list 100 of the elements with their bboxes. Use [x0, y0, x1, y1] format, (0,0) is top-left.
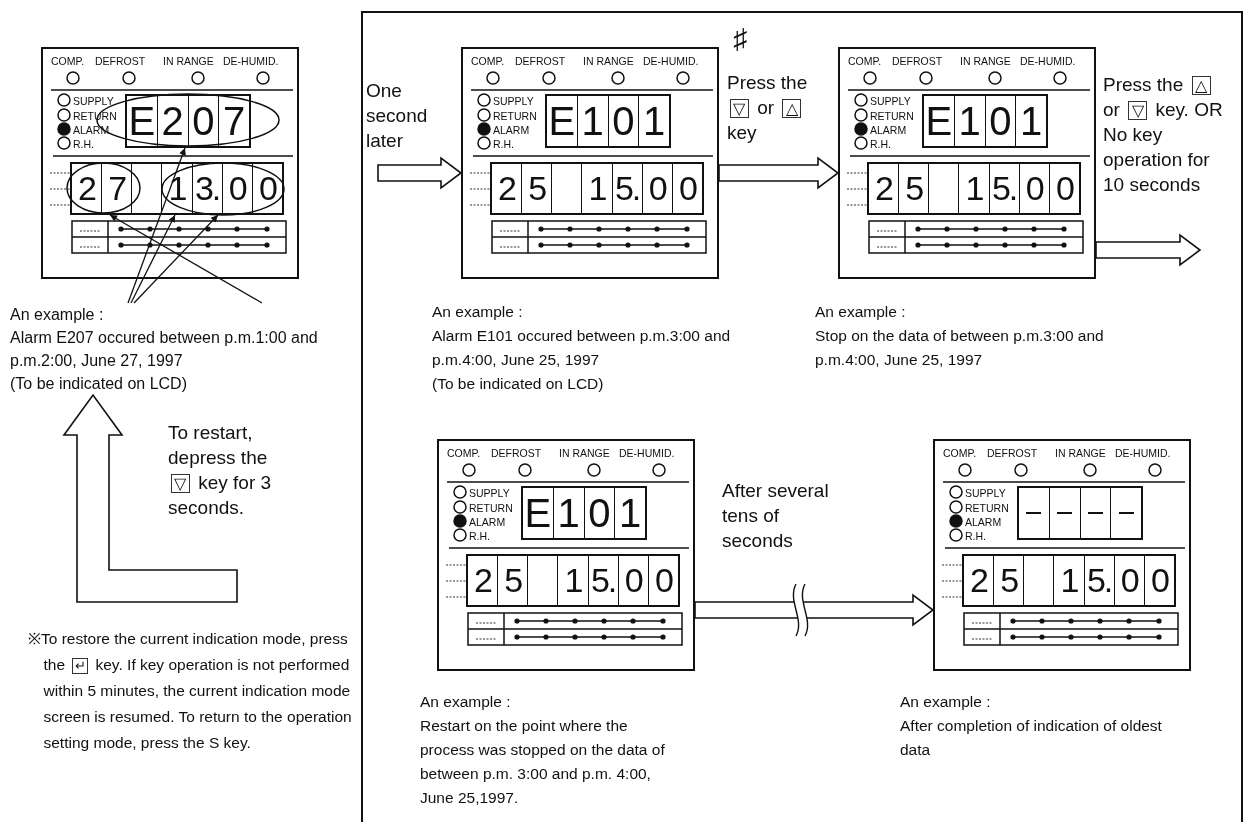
display-digit: 5 [1000, 561, 1018, 600]
display-digit: 7 [223, 98, 246, 144]
display-digit: 0 [654, 561, 672, 600]
edge-label: Press the △ or ▽ key. OR No key operation for 10 seconds [1103, 73, 1224, 197]
block-arrow [694, 593, 935, 627]
caption-heading: An example : [420, 692, 512, 712]
caption-text: Alarm E207 occured between p.m.1:00 and p.m.2:00, June 27, 1997 [10, 328, 319, 371]
indicator-label: RETURN [870, 110, 914, 122]
indicator-label: DE-HUMID. [223, 55, 279, 67]
caption-text: Restart on the point where the process was stopped on the data of between p.m. 3:00 and p.m. 4:00, June 25,1997. [420, 716, 666, 808]
display-digit: 0 [1120, 561, 1138, 600]
indicator-label: DE-HUMID. [1020, 55, 1076, 67]
caption-heading: An example : [815, 302, 907, 322]
block-arrow [377, 156, 463, 190]
alarm-code-display [1017, 486, 1143, 540]
indicator-label: SUPPLY [965, 487, 1006, 499]
display-digit: 5 [905, 169, 923, 208]
alarm-code-display [545, 94, 671, 148]
section-frame [361, 11, 1243, 822]
display-digit: 1 [564, 561, 582, 600]
caption-text: (To be indicated on LCD) [432, 374, 605, 394]
display-digit: 3. [194, 169, 220, 208]
indicator-label: IN RANGE [583, 55, 634, 67]
indicator-label: IN RANGE [559, 447, 610, 459]
indicator-label: COMP. [471, 55, 505, 67]
indicator-label: DEFROST [515, 55, 566, 67]
edge-label: One second later [366, 79, 429, 153]
lcd-panel [461, 47, 719, 279]
display-digit: 2 [875, 169, 893, 208]
indicator-label: ALARM [870, 124, 907, 136]
caption-heading: An example : [900, 692, 992, 712]
caption-text: Alarm E101 occured between p.m.3:00 and p.m.4:00, June 25, 1997 [432, 326, 732, 370]
indicator-label: ALARM [469, 516, 506, 528]
date-time-display [490, 162, 704, 215]
edge-label: After several tens of seconds [722, 479, 830, 553]
display-digit: 2 [970, 561, 988, 600]
display-digit: 5. [1086, 561, 1112, 600]
indicator-label: SUPPLY [469, 487, 510, 499]
indicator-label: COMP. [51, 55, 85, 67]
display-digit: E [548, 98, 576, 144]
indicator-label: DEFROST [892, 55, 943, 67]
display-digit: 5 [528, 169, 546, 208]
indicator-label: R.H. [73, 138, 94, 150]
indicator-label: IN RANGE [960, 55, 1011, 67]
display-digit: 0 [678, 169, 696, 208]
display-digit: E [524, 490, 552, 536]
display-digit: 0 [1025, 169, 1043, 208]
date-time-display [70, 162, 284, 215]
display-digit: 7 [108, 169, 126, 208]
lcd-panel [437, 439, 695, 671]
indicator-label: ALARM [493, 124, 530, 136]
caption-heading: An example : [10, 305, 105, 325]
leader-line [130, 214, 176, 304]
leader-line [133, 214, 219, 304]
block-arrow [1095, 233, 1202, 267]
caption-heading: An example : [432, 302, 524, 322]
indicator-label: RETURN [469, 502, 513, 514]
indicator-label: COMP. [943, 447, 977, 459]
display-digit: 0 [624, 561, 642, 600]
display-digit: 0 [1055, 169, 1073, 208]
display-digit: 1 [965, 169, 983, 208]
indicator-label: SUPPLY [73, 95, 114, 107]
display-digit: 1 [588, 169, 606, 208]
display-digit: 0 [612, 98, 635, 144]
indicator-label: DEFROST [491, 447, 542, 459]
display-digit: 0 [588, 490, 611, 536]
leader-line [109, 214, 263, 304]
indicator-label: COMP. [447, 447, 481, 459]
display-digit: 2 [161, 98, 184, 144]
display-digit: 1 [168, 169, 186, 208]
lcd-panel [933, 439, 1191, 671]
sharp-symbol: ♯ [733, 24, 748, 54]
indicator-label: R.H. [469, 530, 490, 542]
display-digit: 2 [474, 561, 492, 600]
display-digit: 0 [228, 169, 246, 208]
caption-text: (To be indicated on LCD) [10, 374, 188, 394]
indicator-label: R.H. [965, 530, 986, 542]
indicator-label: SUPPLY [493, 95, 534, 107]
display-digit: 0 [1150, 561, 1168, 600]
note-text: ※To restore the current indication mode, press the ↵ key. If key operation is not performed within 5 minutes, the current indication mode screen is resumed. To return to the operation setting mode, press the S key. [28, 629, 353, 753]
display-digit: 1 [619, 490, 642, 536]
alarm-code-display [922, 94, 1048, 148]
caption-text: After completion of indication of oldest data [900, 716, 1163, 760]
edge-label: To restart, depress the ▽ key for 3 seconds. [168, 421, 273, 520]
lcd-panel [41, 47, 299, 279]
indicator-label: RETURN [965, 502, 1009, 514]
indicator-label: DEFROST [95, 55, 146, 67]
display-digit: 1 [958, 98, 981, 144]
display-digit: 0 [258, 169, 276, 208]
display-digit: 0 [192, 98, 215, 144]
display-digit: 1 [581, 98, 604, 144]
indicator-label: IN RANGE [1055, 447, 1106, 459]
alarm-code-display [521, 486, 647, 540]
lcd-panel [838, 47, 1096, 279]
indicator-label: IN RANGE [163, 55, 214, 67]
display-digit: 2 [498, 169, 516, 208]
indicator-label: SUPPLY [870, 95, 911, 107]
block-arrow [62, 393, 238, 603]
display-digit: 1 [557, 490, 580, 536]
indicator-label: COMP. [848, 55, 882, 67]
